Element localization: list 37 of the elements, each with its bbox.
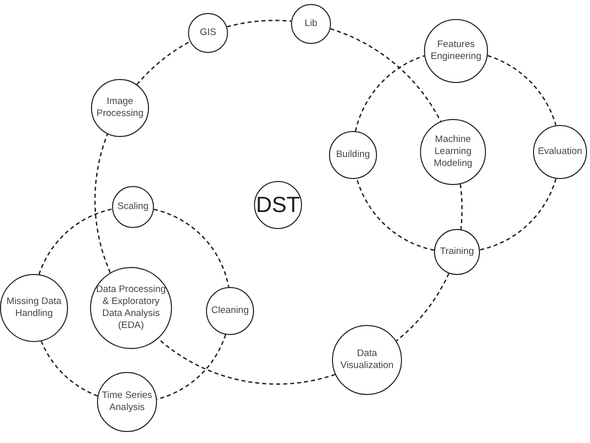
dashed-connector — [40, 340, 98, 397]
topic-circle — [533, 125, 587, 179]
node-label: Time Series Analysis — [100, 390, 154, 414]
dashed-connector — [396, 273, 450, 342]
dashed-connector — [94, 134, 111, 273]
node-label: Features Engineering — [430, 39, 482, 63]
dashed-connector — [480, 178, 557, 250]
node-label: Training — [440, 246, 474, 258]
hub-label: DST — [256, 191, 300, 219]
node-label: Machine Learning Modeling — [432, 134, 474, 170]
dashed-connector — [354, 55, 425, 132]
node-label: Evaluation — [538, 146, 582, 158]
node-label: Scaling — [117, 201, 149, 213]
topic-circle — [434, 229, 480, 275]
dashed-connector — [356, 178, 434, 251]
node-label: Building — [336, 149, 370, 161]
node-label: Data Visualization — [339, 348, 395, 372]
dashed-connector — [136, 40, 190, 85]
dashed-connector — [38, 208, 112, 275]
node-label: GIS — [200, 27, 216, 39]
hub-circle — [254, 181, 302, 229]
topic-circle — [206, 287, 254, 335]
dashed-connector — [158, 338, 336, 385]
dashed-connector — [154, 208, 230, 288]
dashed-connector — [226, 20, 292, 28]
topic-circle — [291, 4, 331, 44]
node-label: Data Processing & Exploratory Data Analysis (EDA) — [95, 284, 167, 332]
topic-circle — [112, 186, 154, 228]
dashed-connector — [487, 55, 557, 126]
dashed-connector — [460, 184, 463, 230]
topic-circle — [188, 13, 228, 53]
node-label: Cleaning — [211, 305, 249, 317]
topic-circle — [329, 131, 377, 179]
dashed-connector — [330, 28, 442, 122]
node-label: Image Processing — [96, 96, 144, 120]
node-label: Missing Data Handling — [6, 296, 62, 320]
node-label: Lib — [304, 18, 318, 30]
